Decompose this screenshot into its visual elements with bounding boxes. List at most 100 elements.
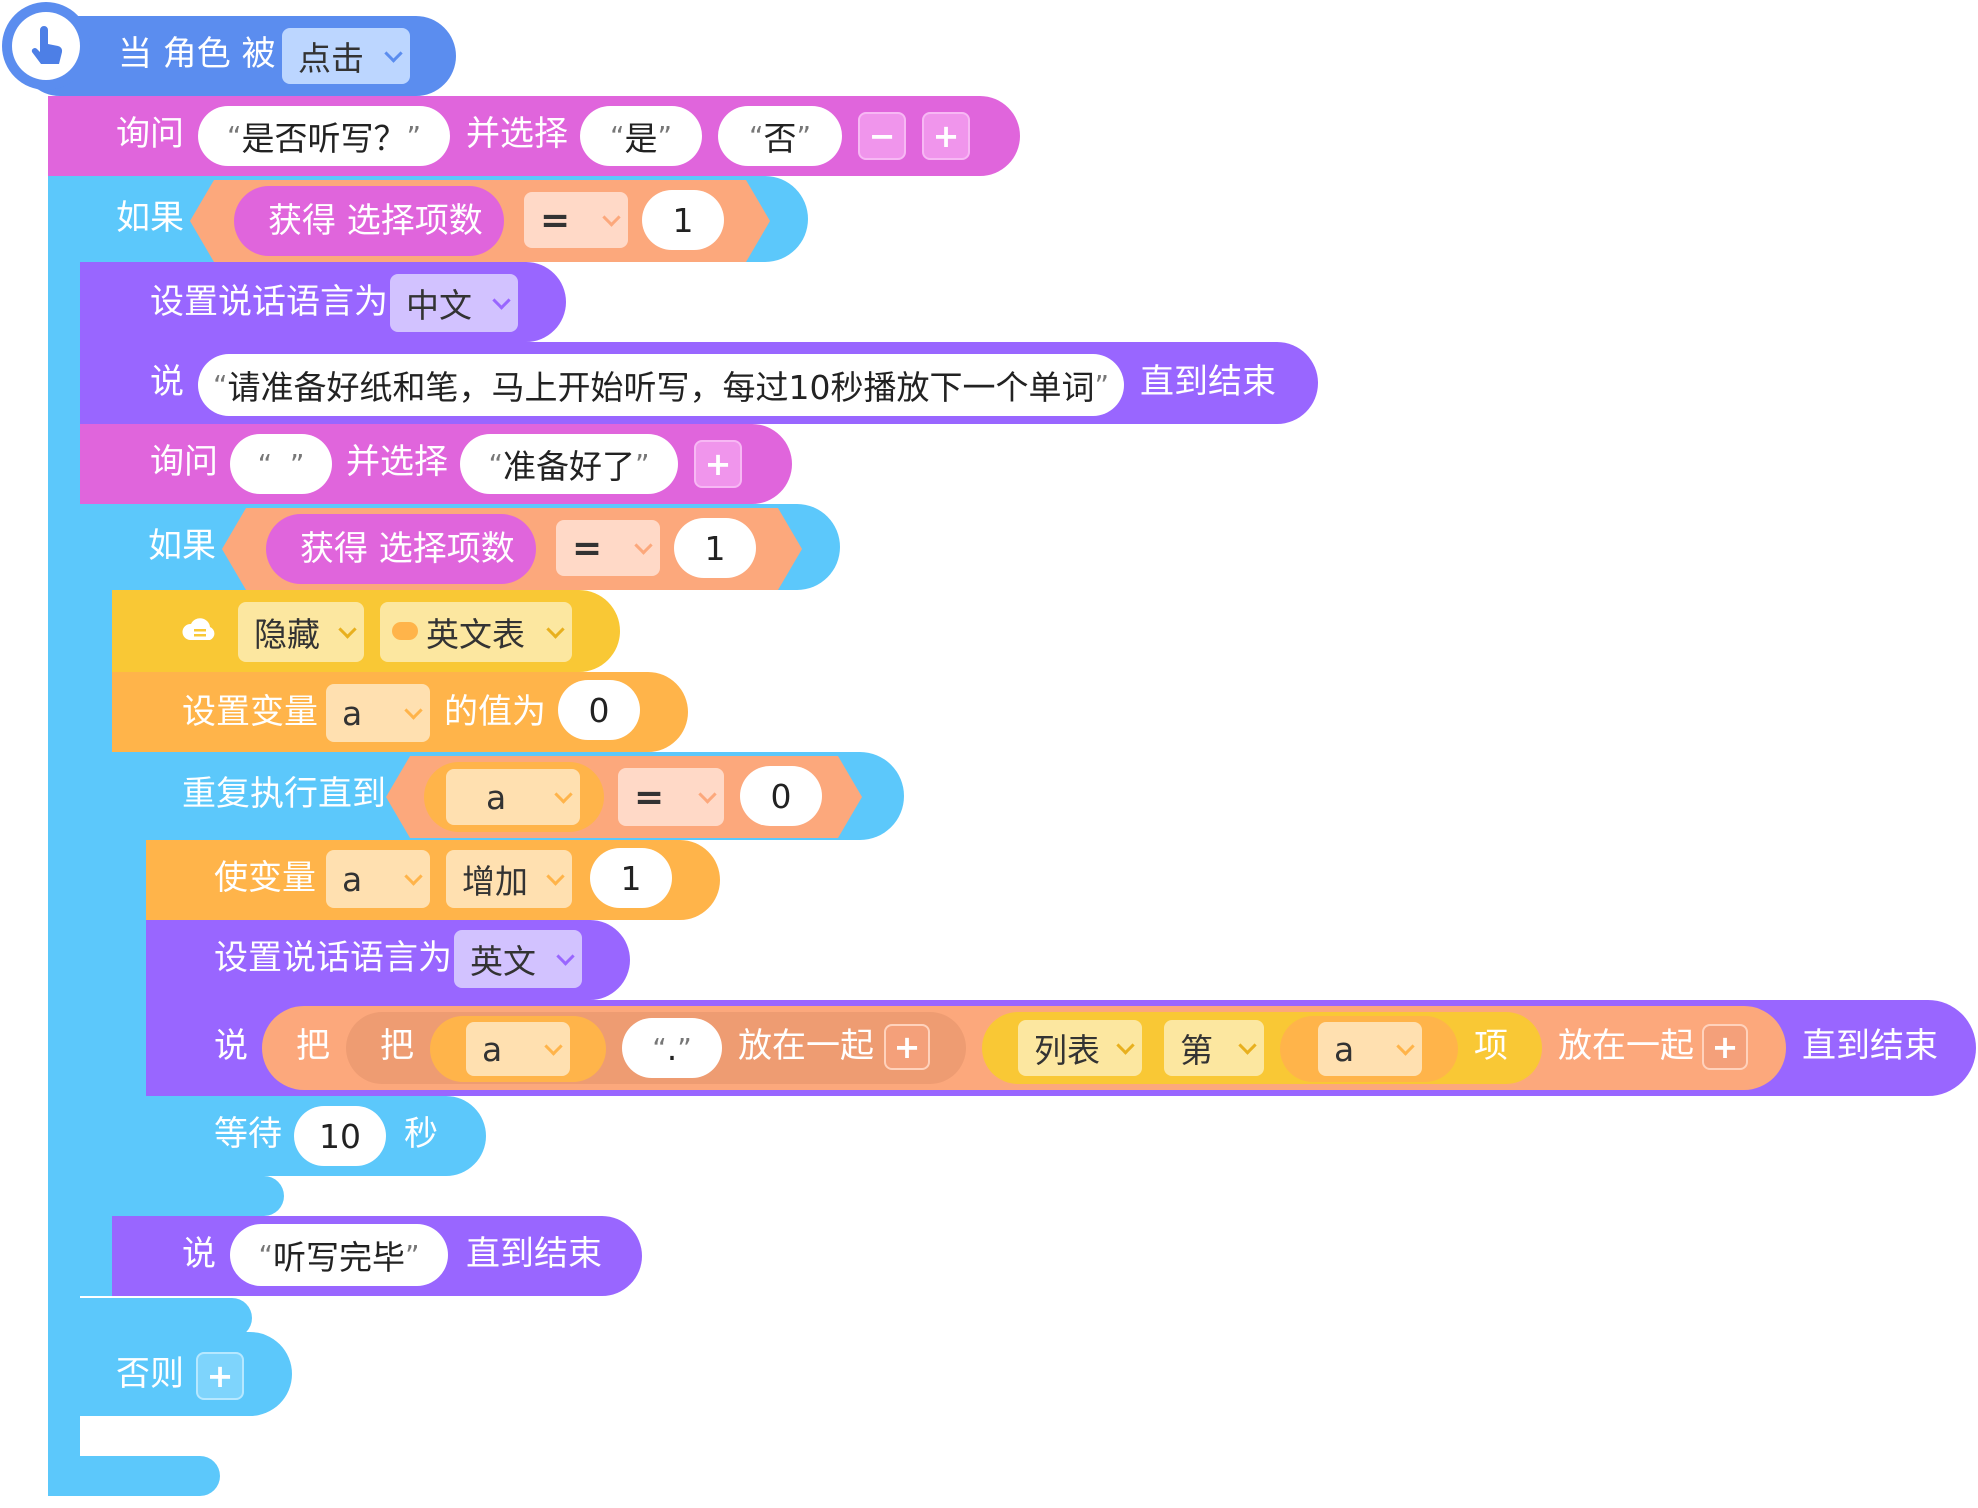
- add-join-item-button-1[interactable]: +: [884, 1024, 930, 1070]
- set-variable-value-input[interactable]: 0: [558, 680, 640, 740]
- ask-option-input-2[interactable]: “准备好了”: [460, 434, 678, 494]
- ask-option-1-input[interactable]: “是”: [580, 106, 702, 166]
- event-dropdown[interactable]: 点击: [282, 28, 410, 84]
- add-option-button[interactable]: +: [922, 112, 970, 160]
- say-label-3: 说: [182, 1234, 216, 1274]
- chevron-down-icon: [404, 867, 423, 886]
- operator-dropdown-repeat[interactable]: =: [618, 768, 724, 826]
- chevron-down-icon: [1396, 1037, 1415, 1056]
- operator-dropdown-1[interactable]: =: [524, 192, 628, 248]
- compare-value-input-1[interactable]: 1: [642, 190, 724, 250]
- if-block-outer-bottom: [48, 1456, 220, 1496]
- else-label: 否则: [116, 1354, 184, 1394]
- else-bar[interactable]: [48, 1332, 292, 1416]
- list-select-value: 英文表: [426, 615, 525, 654]
- separator-text: .: [666, 1028, 678, 1068]
- get-choice-count-reporter-2[interactable]: 获得 选择项数: [266, 514, 536, 584]
- reporter-label-1: 获得 选择项数: [268, 201, 483, 241]
- language-value-2: 英文: [470, 942, 536, 981]
- say-text-input-3[interactable]: “听写完毕”: [230, 1224, 448, 1286]
- operator-value-1: =: [540, 199, 571, 241]
- variable-value-repeat: a: [486, 777, 507, 817]
- visibility-value: 隐藏: [254, 615, 320, 654]
- ask-label: 询问: [116, 114, 184, 154]
- change-op-value: 增加: [462, 862, 528, 901]
- repeat-compare-value-input[interactable]: 0: [740, 766, 822, 826]
- variable-dropdown-repeat[interactable]: a: [446, 769, 580, 825]
- chevron-down-icon: [554, 785, 573, 804]
- chevron-down-icon: [384, 44, 403, 63]
- change-op-dropdown[interactable]: 增加: [446, 850, 572, 908]
- wait-label: 等待: [214, 1114, 282, 1154]
- chevron-down-icon: [1116, 1036, 1135, 1055]
- if-block-outer-arm: [48, 176, 80, 1492]
- set-language-label-1: 设置说话语言为: [150, 282, 388, 322]
- join-inner-label: 把: [380, 1026, 414, 1066]
- chevron-down-icon: [1238, 1036, 1257, 1055]
- get-choice-count-reporter-1[interactable]: 获得 选择项数: [234, 186, 504, 256]
- separator-input[interactable]: “.”: [622, 1018, 722, 1078]
- variable-value-say: a: [482, 1029, 503, 1069]
- variable-reporter-repeat[interactable]: a: [424, 762, 604, 832]
- chevron-down-icon: [556, 947, 575, 966]
- language-dropdown-1[interactable]: 中文: [390, 274, 518, 332]
- cloud-list-small-icon: [392, 622, 418, 640]
- language-dropdown-2[interactable]: 英文: [454, 930, 582, 988]
- repeat-until-label: 重复执行直到: [182, 774, 386, 814]
- variable-reporter-index[interactable]: a: [1280, 1016, 1458, 1082]
- variable-dropdown-index[interactable]: a: [1318, 1022, 1422, 1076]
- reporter-label-2: 获得 选择项数: [300, 529, 515, 569]
- add-option-button-2[interactable]: +: [694, 440, 742, 488]
- compare-value-input-2[interactable]: 1: [674, 518, 756, 578]
- operator-dropdown-2[interactable]: =: [556, 520, 660, 576]
- until-done-label-3: 直到结束: [466, 1234, 602, 1274]
- set-to-label: 的值为: [444, 692, 546, 732]
- index-mode-value: 第: [1180, 1031, 1213, 1070]
- cloud-list-icon: [180, 614, 220, 648]
- visibility-dropdown[interactable]: 隐藏: [238, 602, 364, 662]
- ask-question-text: 是否听写？: [241, 119, 407, 158]
- operator-value-repeat: =: [634, 776, 665, 818]
- chevron-down-icon: [546, 620, 565, 639]
- and-select-label-2: 并选择: [346, 442, 448, 482]
- operator-value-2: =: [572, 527, 603, 569]
- if-block-inner-bottom: [80, 1298, 252, 1338]
- ask-label-2: 询问: [150, 442, 218, 482]
- variable-dropdown-1[interactable]: a: [326, 684, 430, 742]
- variable-value-2: a: [342, 859, 363, 899]
- hat-label: 当 角色 被: [118, 34, 276, 74]
- remove-option-button[interactable]: −: [858, 112, 906, 160]
- variable-value-index: a: [1334, 1029, 1355, 1069]
- ask-question-input-2[interactable]: “ ”: [230, 434, 332, 494]
- chevron-down-icon: [698, 785, 717, 804]
- variable-dropdown-say[interactable]: a: [466, 1022, 570, 1076]
- seconds-label: 秒: [404, 1114, 438, 1154]
- say-label-2: 说: [214, 1026, 248, 1066]
- together-label-2: 放在一起: [1558, 1026, 1694, 1066]
- add-else-branch-button[interactable]: +: [196, 1352, 244, 1400]
- say-text-input-1[interactable]: “请准备好纸和笔，马上开始听写，每过10秒播放下一个单词”: [198, 354, 1124, 416]
- chevron-down-icon: [404, 701, 423, 720]
- and-select-label: 并选择: [466, 114, 568, 154]
- index-mode-dropdown[interactable]: 第: [1164, 1020, 1264, 1076]
- chevron-down-icon: [602, 208, 621, 227]
- ask-option-2-input[interactable]: “否”: [718, 106, 842, 166]
- variable-reporter-say[interactable]: a: [430, 1016, 606, 1082]
- wait-seconds-input[interactable]: 10: [294, 1106, 386, 1166]
- chevron-down-icon: [634, 536, 653, 555]
- ask-question-input[interactable]: “是否听写？”: [198, 106, 450, 166]
- variable-dropdown-2[interactable]: a: [326, 850, 430, 908]
- add-join-item-button-2[interactable]: +: [1702, 1024, 1748, 1070]
- event-dropdown-value: 点击: [298, 39, 364, 78]
- list-dropdown[interactable]: 列表: [1018, 1020, 1142, 1076]
- item-label: 项: [1474, 1026, 1508, 1066]
- change-value-input[interactable]: 1: [590, 848, 672, 908]
- chevron-down-icon: [546, 867, 565, 886]
- ask-option-2-text: 否: [763, 119, 797, 158]
- ask-option-1-text: 是: [624, 119, 658, 158]
- if-block-inner-arm: [80, 504, 112, 1296]
- set-language-label-2: 设置说话语言为: [214, 938, 452, 978]
- set-variable-label: 设置变量: [182, 692, 318, 732]
- list-select-dropdown[interactable]: 英文表: [380, 602, 572, 662]
- say-text-3: 听写完毕: [273, 1238, 405, 1277]
